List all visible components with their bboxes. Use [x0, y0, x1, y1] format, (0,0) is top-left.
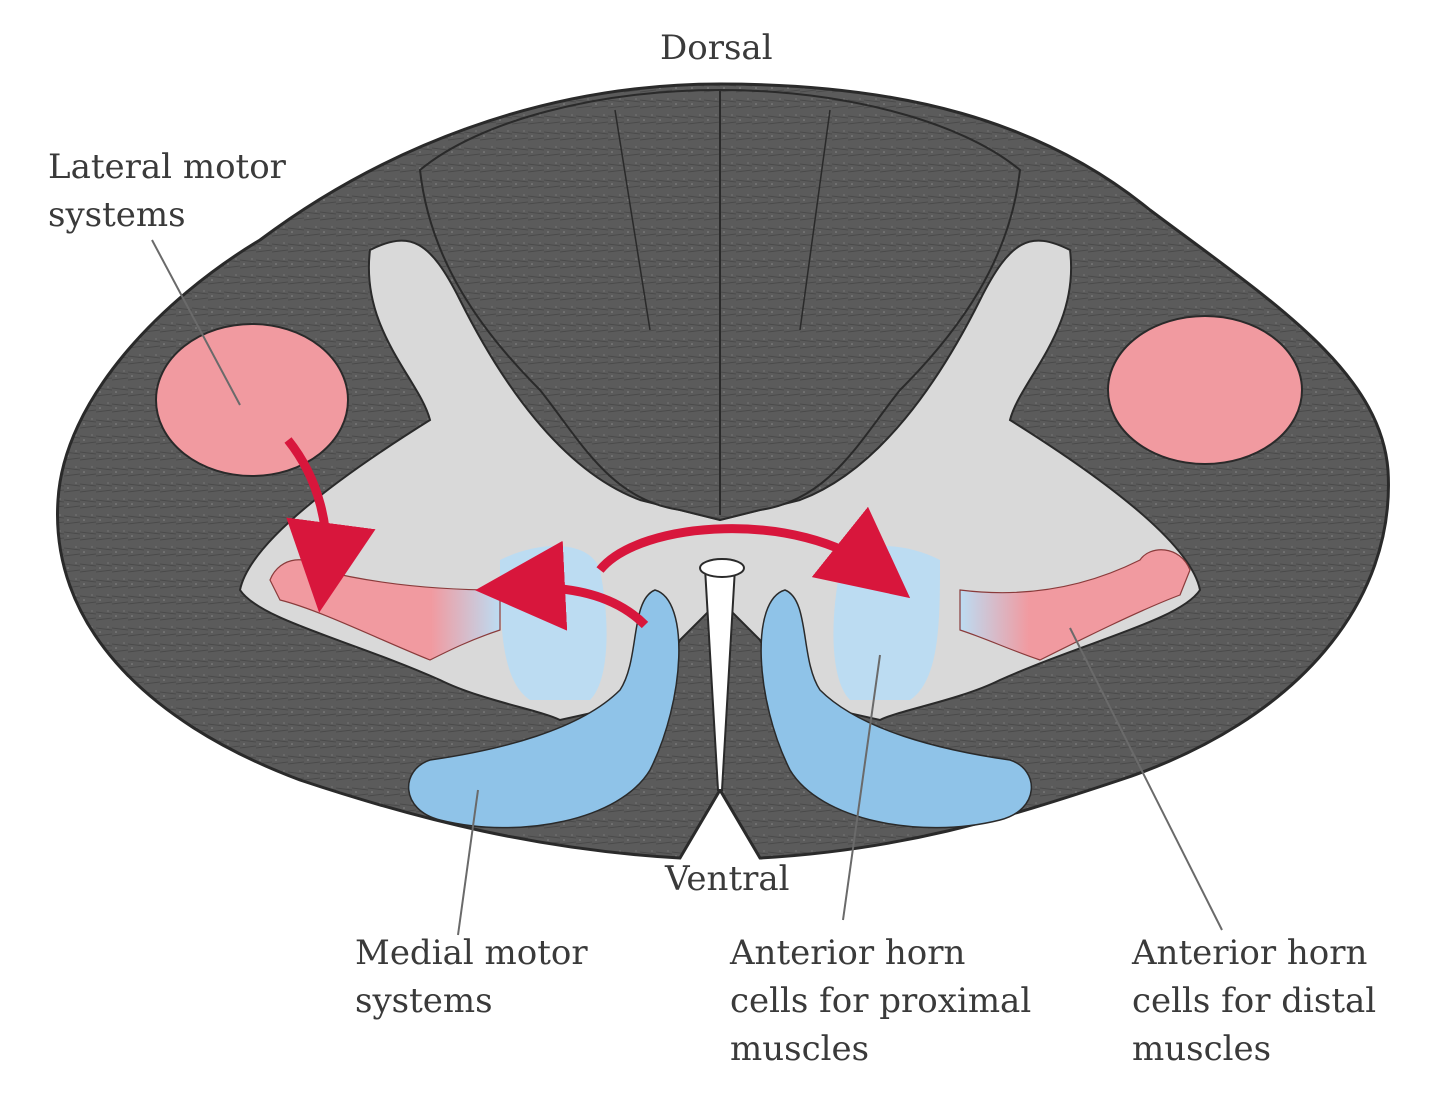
- leader-lateral: [151, 239, 241, 406]
- anterior-horn-proximal-right: [833, 546, 940, 700]
- leader-distal: [1069, 627, 1223, 931]
- arrow-lateral-to-distal: [284, 437, 376, 613]
- arrow-medial-to-proximal-left: [475, 540, 649, 631]
- anterior-horn-proximal-left: [500, 546, 607, 700]
- central-canal: [699, 558, 745, 578]
- dorsal-label: Dorsal: [660, 28, 773, 68]
- leader-medial: [457, 789, 479, 936]
- anterior-horn-distal-label: Anterior horn cells for distal muscles: [1132, 933, 1377, 1069]
- ventral-label: Ventral: [665, 859, 790, 899]
- arm-homunculus-right: [959, 549, 1191, 661]
- leader-proximal: [842, 654, 881, 921]
- lateral-motor-systems-label: Lateral motor systems: [48, 147, 286, 235]
- lateral-motor-tract-left: [155, 323, 349, 477]
- anterior-horn-proximal-label: Anterior horn cells for proximal muscles: [730, 933, 1032, 1069]
- arrow-medial-crossing: [596, 506, 911, 599]
- lateral-motor-tract-right: [1107, 315, 1303, 465]
- medial-motor-tract-left: [407, 589, 680, 829]
- medial-motor-tract-right: [760, 589, 1033, 829]
- medial-motor-systems-label: Medial motor systems: [355, 933, 588, 1021]
